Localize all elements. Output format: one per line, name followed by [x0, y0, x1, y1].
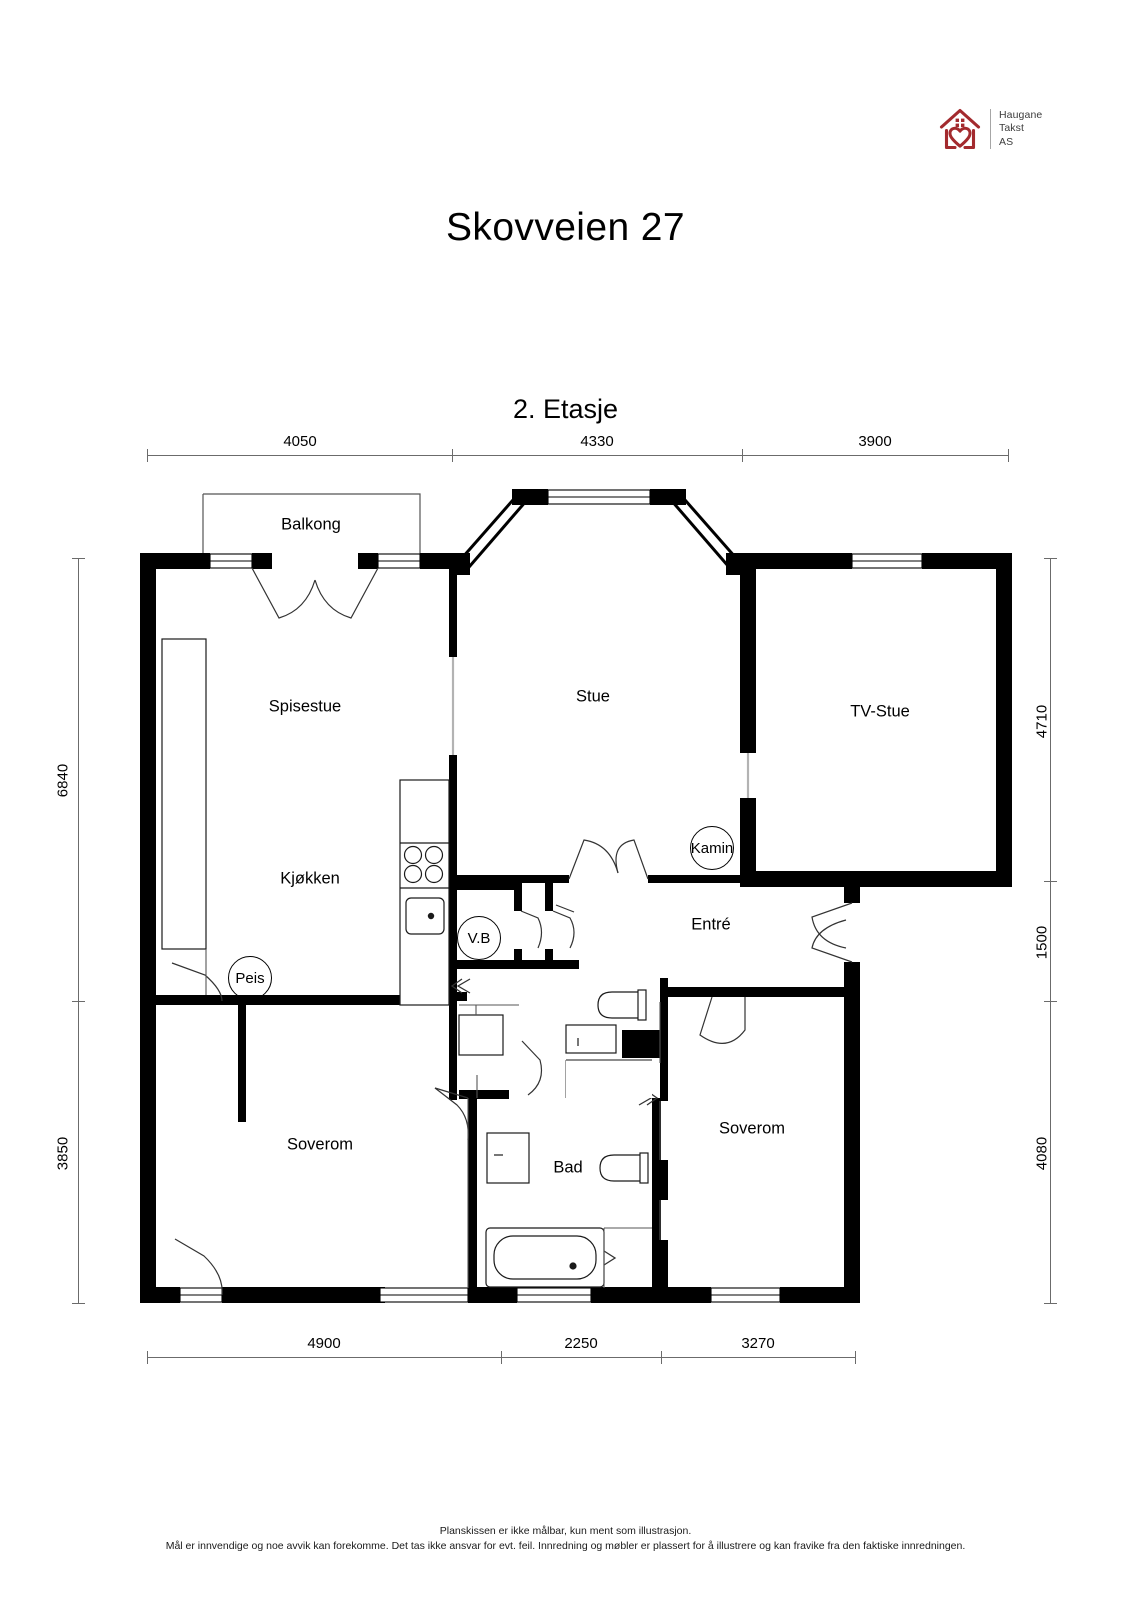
bottom-tick-0: [147, 1351, 148, 1364]
house-heart-icon: [938, 106, 982, 152]
floor-subtitle: 2. Etasje: [512, 394, 619, 424]
left-dimension-line: [78, 558, 79, 1303]
right-dimension-1: 1500: [1033, 925, 1051, 960]
company-logo: Haugane Takst AS: [938, 100, 1058, 158]
bottom-dimension-0: 4900: [307, 1335, 341, 1352]
wall-openings: [451, 657, 750, 798]
right-tick-3: [1044, 1303, 1057, 1304]
bottom-tick-3: [855, 1351, 856, 1364]
room-label-stue: Stue: [576, 687, 610, 706]
right-dimension-0: 4710: [1033, 704, 1051, 739]
top-dimension-1: 4330: [580, 433, 614, 450]
room-label-soverom-1: Soverom: [286, 1135, 354, 1154]
top-dimension-0: 4050: [283, 433, 317, 450]
right-tick-2: [1044, 1001, 1057, 1002]
room-label-entre: Entré: [691, 915, 731, 934]
disclaimer: Planskissen er ikke målbar, kun ment som…: [0, 1524, 1131, 1554]
top-dimension-2: 3900: [858, 433, 892, 450]
marker-kamin: Kamin: [690, 826, 734, 870]
interior-walls: [156, 569, 860, 1292]
top-dimension-line: [147, 455, 1008, 456]
kitchen-fixtures: [399, 779, 450, 1006]
top-tick-3: [1008, 449, 1009, 462]
left-tick-0: [72, 558, 85, 559]
marker-kamin-label: Kamin: [690, 839, 734, 857]
right-tick-0: [1044, 558, 1057, 559]
logo-line-1: Haugane: [999, 108, 1043, 121]
marker-vb-label: V.B: [467, 929, 491, 947]
top-tick-2: [742, 449, 743, 462]
left-tick-1: [72, 1001, 85, 1002]
room-label-balkong: Balkong: [281, 515, 341, 534]
bathroom-fixtures: [458, 989, 649, 1288]
marker-peis-label: Peis: [235, 969, 265, 987]
bottom-tick-1: [501, 1351, 502, 1364]
room-label-kjokken: Kjøkken: [280, 869, 340, 888]
logo-line-2: Takst: [999, 122, 1025, 135]
left-dimension-1: 3850: [54, 1136, 72, 1171]
windows: [179, 489, 923, 1303]
secondary-lines: [566, 1059, 652, 1098]
bottom-dimension-2: 3270: [741, 1335, 775, 1352]
dining-cabinet: [161, 638, 207, 950]
right-dimension-2: 4080: [1033, 1136, 1051, 1171]
direction-arrows: [450, 978, 659, 1266]
room-label-tv-stue: TV-Stue: [850, 702, 910, 721]
logo-line-3: AS: [999, 135, 1014, 148]
room-label-bad: Bad: [553, 1158, 583, 1177]
right-tick-1: [1044, 881, 1057, 882]
marker-vb: V.B: [457, 916, 501, 960]
logo-divider: [990, 109, 991, 149]
exterior-walls: [140, 489, 1012, 1303]
disclaimer-line-2: Mål er innvendige og noe avvik kan forek…: [165, 1540, 966, 1552]
right-dimension-line: [1050, 558, 1051, 1303]
door-swings: [171, 567, 853, 1296]
top-tick-1: [452, 449, 453, 462]
disclaimer-line-1: Planskissen er ikke målbar, kun ment som…: [439, 1525, 692, 1537]
room-label-soverom-2: Soverom: [718, 1119, 786, 1138]
bottom-tick-2: [661, 1351, 662, 1364]
logo-wordmark: Haugane Takst AS: [999, 109, 1042, 150]
room-label-spisestue: Spisestue: [268, 697, 342, 716]
thin-partitions: [205, 949, 661, 1288]
left-tick-2: [72, 1303, 85, 1304]
left-dimension-0: 6840: [54, 763, 72, 798]
marker-peis: Peis: [228, 956, 272, 1000]
page-title: Skovveien 27: [446, 206, 685, 249]
bottom-dimension-1: 2250: [564, 1335, 598, 1352]
top-tick-0: [147, 449, 148, 462]
